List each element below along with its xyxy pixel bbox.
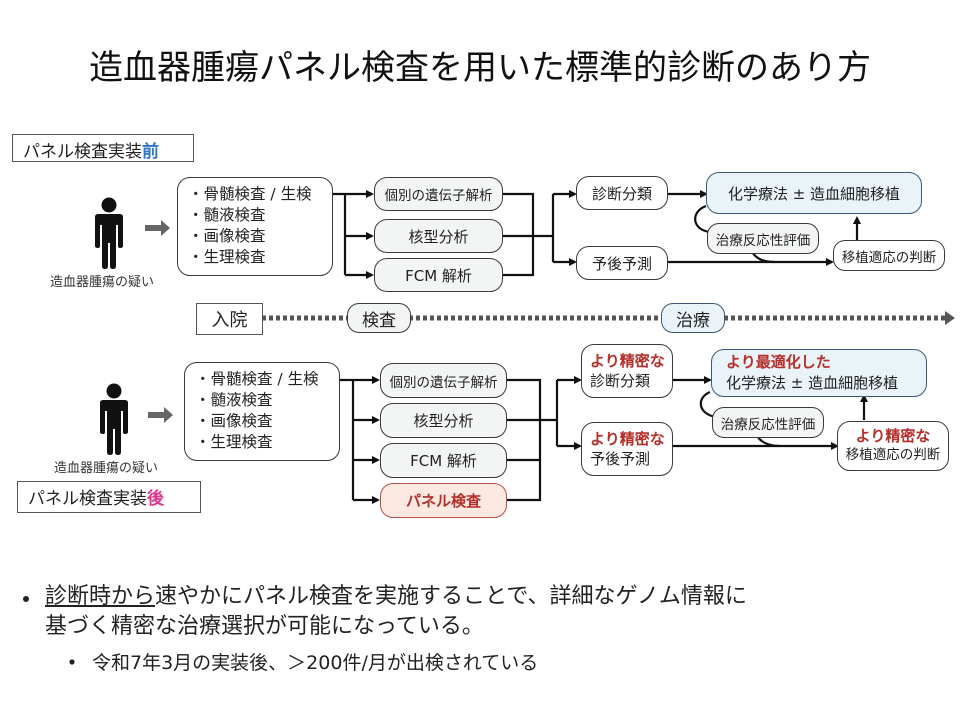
main-bullet: 診断時から速やかにパネル検査を実施することで、詳細なゲノム情報に 基づく精密な治… (45, 582, 945, 642)
gene-analysis-box-before: 個別の遺伝子解析 (374, 177, 503, 211)
phase-label-before: パネル検査実装前 (12, 134, 194, 162)
karyotype-box-before: 核型分析 (374, 219, 503, 253)
treatment-box-after: より最適化した 化学療法 ± 造血細胞移植 (711, 349, 927, 397)
timeline-treatment: 治療 (661, 303, 725, 333)
timeline-exam: 検査 (347, 303, 411, 333)
test-item: ・骨髄検査 / 生検 (195, 370, 319, 388)
test-item: ・骨髄検査 / 生検 (188, 185, 312, 203)
person-icon-before (95, 197, 123, 269)
phase-label-after: パネル検査実装後 (17, 481, 201, 513)
diagnosis-box-before: 診断分類 (576, 176, 668, 210)
test-item: ・画像検査 (188, 227, 266, 245)
arrow-person-to-tests-after (148, 407, 173, 423)
timeline-arrowhead (945, 311, 955, 325)
test-item: ・生理検査 (188, 248, 266, 266)
transplant-label: 移植適応の判断 (845, 447, 941, 463)
test-item: ・髄液検査 (195, 391, 273, 409)
initial-tests-box-after: ・骨髄検査 / 生検 ・髄液検査 ・画像検査 ・生理検査 (184, 362, 340, 461)
prognosis-label: 予後予測 (590, 450, 651, 468)
phase-mark-after: 後 (147, 489, 164, 509)
transplant-decision-box-before: 移植適応の判断 (833, 240, 945, 271)
person-caption-before: 造血器腫瘍の疑い (50, 275, 155, 290)
arrow-person-to-tests-before (145, 220, 170, 236)
treatment-emphasis: より最適化した (726, 353, 831, 371)
fcm-box-after: FCM 解析 (380, 443, 507, 478)
page-title: 造血器腫瘍パネル検査を用いた標準的診断のあり方 (89, 48, 871, 88)
diagnosis-label: 診断分類 (590, 372, 651, 390)
timeline-admission: 入院 (196, 303, 263, 335)
phase-label-text: パネル検査実装 (23, 142, 142, 162)
treatment-box-before: 化学療法 ± 造血細胞移植 (706, 172, 922, 214)
test-item: ・髄液検査 (188, 206, 266, 224)
phase-label-text: パネル検査実装 (28, 489, 147, 509)
panel-test-box-after: パネル検査 (380, 483, 507, 518)
prognosis-box-before: 予後予測 (576, 246, 668, 280)
diagnosis-box-after: より精密な 診断分類 (581, 344, 673, 398)
person-caption-after: 造血器腫瘍の疑い (54, 461, 159, 476)
sub-bullet: 令和7年3月の実装後、＞200件/月が出検されている (92, 652, 539, 674)
transplant-emphasis: より精密な (855, 427, 931, 445)
bullet-dot-sub (69, 659, 75, 665)
response-eval-box-before: 治療反応性評価 (707, 223, 819, 254)
bullet-dot-main (23, 596, 29, 602)
phase-mark-before: 前 (142, 142, 159, 162)
gene-analysis-box-after: 個別の遺伝子解析 (380, 363, 507, 398)
fcm-box-before: FCM 解析 (374, 258, 503, 292)
diagnosis-emphasis: より精密な (590, 352, 665, 370)
response-eval-box-after: 治療反応性評価 (712, 407, 824, 438)
karyotype-box-after: 核型分析 (380, 403, 507, 438)
prognosis-emphasis: より精密な (590, 430, 665, 448)
underlined-phrase: 診断時から (45, 584, 156, 609)
main-bullet-line2: 基づく精密な治療選択が可能になっている。 (45, 614, 484, 639)
test-item: ・生理検査 (195, 433, 273, 451)
initial-tests-box-before: ・骨髄検査 / 生検 ・髄液検査 ・画像検査 ・生理検査 (177, 177, 333, 276)
treatment-label: 化学療法 ± 造血細胞移植 (726, 374, 899, 392)
prognosis-box-after: より精密な 予後予測 (581, 422, 673, 476)
main-bullet-line1-rest: 速やかにパネル検査を実施することで、詳細なゲノム情報に (155, 584, 747, 609)
transplant-decision-box-after: より精密な 移植適応の判断 (837, 421, 949, 471)
person-icon-after (100, 383, 128, 455)
test-item: ・画像検査 (195, 412, 273, 430)
